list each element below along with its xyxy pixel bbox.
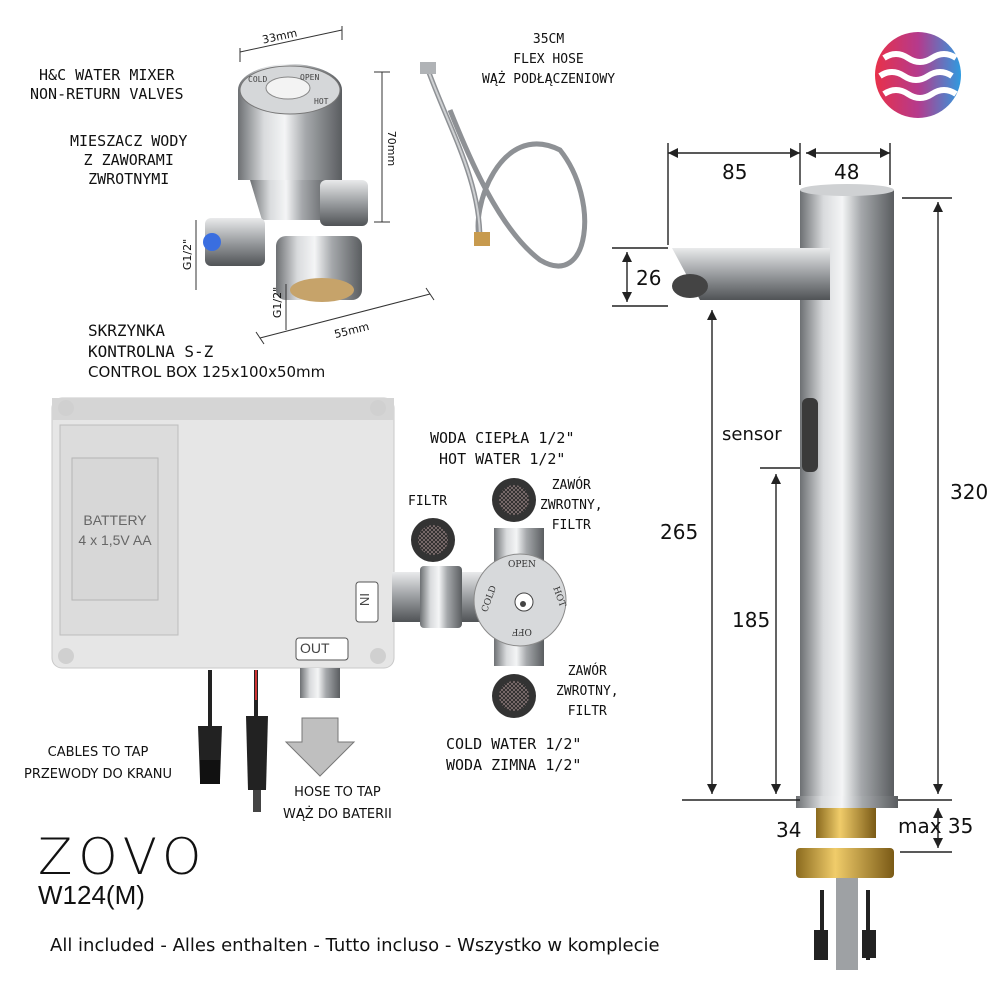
- cables-label-line1: CABLES TO TAP: [47, 745, 149, 760]
- tap-dim-max-thickness: max 35: [898, 814, 974, 838]
- hot-water-line2: HOT WATER 1/2": [439, 450, 566, 468]
- cold-water-line2: WODA ZIMNA 1/2": [446, 756, 582, 774]
- hose-to-tap-line1: HOSE TO TAP: [294, 785, 381, 800]
- svg-text:OPEN: OPEN: [300, 73, 319, 82]
- filter-label: FILTR: [408, 494, 448, 509]
- tap-illustration: [672, 184, 898, 970]
- mixer-title-pl: MIESZACZ WODY Z ZAWORAMI ZWROTNYMI: [70, 132, 187, 189]
- check-valve-top-line2: ZWROTNY,: [540, 498, 603, 513]
- svg-text:HOT: HOT: [314, 97, 329, 106]
- check-valve-bottom-line3: FILTR: [567, 704, 607, 719]
- mixer-title-en: H&C WATER MIXER NON-RETURN VALVES: [30, 66, 184, 104]
- check-valve-top-label: ZAWÓR ZWROTNY, FILTR: [540, 476, 603, 536]
- mixer-illustration: COLD OPEN HOT: [203, 64, 368, 302]
- tap-dim-spout-clearance: 265: [660, 520, 699, 544]
- brand-name: ZOVO: [38, 828, 208, 886]
- tap-dim-spout-height: 26: [636, 266, 662, 290]
- dimension-arrowheads: [622, 148, 943, 848]
- hot-water-label: WODA CIEPŁA 1/2" HOT WATER 1/2": [430, 428, 575, 470]
- mixer-thread-1: G1/2": [181, 238, 195, 271]
- tap-dim-body-diameter: 48: [834, 160, 860, 184]
- sensor-label: sensor: [722, 424, 782, 445]
- hose-label-line1: 35CM: [532, 32, 565, 47]
- tap-dim-thread: 34: [776, 818, 802, 842]
- tagline: All included - Alles enthalten - Tutto i…: [50, 935, 660, 956]
- valve-assembly-illustration: [392, 478, 567, 718]
- check-valve-bottom-line2: ZWROTNY,: [556, 684, 619, 699]
- hose-to-tap-line2: WĄŻ DO BATERII: [283, 807, 392, 822]
- mixer-dim-height: 70mm: [385, 130, 399, 167]
- control-box-title-line2: KONTROLNA S-Z: [88, 342, 214, 361]
- check-valve-top-line3: FILTR: [551, 518, 591, 533]
- valve-face-off: OFF: [512, 626, 532, 636]
- cold-water-label: COLD WATER 1/2" WODA ZIMNA 1/2": [446, 734, 581, 776]
- hose-to-tap-label: HOSE TO TAP WĄŻ DO BATERII: [283, 782, 392, 826]
- battery-label: BATTERY 4 x 1,5V AA: [72, 510, 158, 550]
- mixer-title-pl-line1: MIESZACZ WODY: [70, 132, 188, 150]
- svg-text:COLD: COLD: [248, 75, 267, 84]
- port-out-label: OUT: [300, 640, 330, 656]
- battery-label-line1: BATTERY: [83, 512, 147, 528]
- battery-label-line2: 4 x 1,5V AA: [78, 532, 152, 548]
- cables-label: CABLES TO TAP PRZEWODY DO KRANU: [24, 742, 172, 786]
- hot-water-line1: WODA CIEPŁA 1/2": [430, 429, 575, 447]
- check-valve-bottom-label: ZAWÓR ZWROTNY, FILTR: [556, 662, 619, 722]
- cables-label-line2: PRZEWODY DO KRANU: [24, 767, 172, 782]
- mixer-title-pl-line2: Z ZAWORAMI: [83, 151, 174, 169]
- check-valve-top-line1: ZAWÓR: [551, 478, 591, 493]
- cold-water-line1: COLD WATER 1/2": [446, 735, 582, 753]
- mixer-title-en-line1: H&C WATER MIXER: [39, 66, 175, 84]
- hot-cold-logo: [875, 32, 961, 118]
- flex-hose-illustration: [420, 62, 588, 269]
- tap-dim-spout-length: 85: [722, 160, 748, 184]
- model-number: W124(M): [38, 880, 145, 910]
- control-box-illustration: [51, 397, 395, 812]
- mixer-dimension-lines: [195, 26, 435, 345]
- control-box-title-line1: SKRZYNKA: [88, 321, 166, 340]
- mixer-title-pl-line3: ZWROTNYMI: [88, 170, 170, 188]
- hose-label: 35CM FLEX HOSE WĄŻ PODŁĄCZENIOWY: [482, 30, 615, 90]
- tap-dim-total-height: 320: [950, 480, 989, 504]
- hose-label-line3: WĄŻ PODŁĄCZENIOWY: [482, 72, 616, 87]
- check-valve-bottom-line1: ZAWÓR: [567, 664, 607, 679]
- control-box-title-line3: CONTROL BOX 125x100x50mm: [88, 363, 326, 381]
- mixer-title-en-line2: NON-RETURN VALVES: [30, 85, 184, 103]
- port-in-label: IN: [357, 593, 372, 606]
- valve-face-open: OPEN: [508, 560, 536, 570]
- hose-label-line2: FLEX HOSE: [513, 52, 584, 67]
- tap-dim-sensor-height: 185: [732, 608, 771, 632]
- mixer-thread-2: G1/2": [271, 286, 285, 319]
- control-box-title: SKRZYNKA KONTROLNA S-Z CONTROL BOX 125x1…: [88, 320, 325, 383]
